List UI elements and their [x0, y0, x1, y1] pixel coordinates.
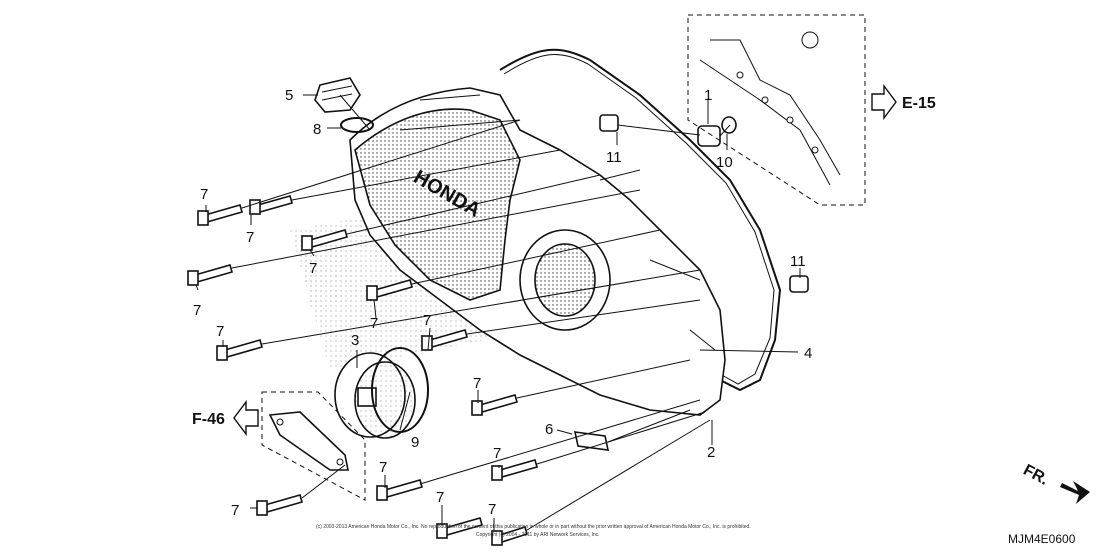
callout-7: 7	[473, 375, 481, 392]
callout-2: 2	[707, 444, 715, 461]
front-arrow-icon	[1060, 481, 1090, 504]
cap	[334, 352, 416, 439]
callout-5: 5	[285, 87, 293, 104]
callout-7: 7	[436, 489, 444, 506]
o-ring-9	[371, 347, 429, 433]
e15-arrow-icon	[871, 83, 897, 121]
callout-7: 7	[216, 323, 224, 340]
f46-arrow-icon	[233, 399, 259, 437]
callout-7: 7	[493, 445, 501, 462]
bracket	[268, 411, 349, 471]
dowel-pin-upper	[599, 114, 619, 132]
callout-7: 7	[309, 260, 317, 277]
o-ring	[340, 117, 374, 133]
callout-11-upper: 11	[606, 149, 622, 166]
callout-6: 6	[545, 421, 553, 438]
crankcase-cover: HONDA	[349, 87, 726, 416]
plate	[573, 431, 610, 451]
leader-lines	[195, 94, 801, 531]
callout-7: 7	[488, 501, 496, 518]
callout-10: 10	[716, 154, 733, 171]
callout-9: 9	[411, 434, 419, 451]
e15-reference-box	[687, 14, 866, 206]
callout-8: 8	[313, 121, 321, 138]
gasket	[499, 48, 782, 392]
bolts	[187, 195, 538, 546]
dowel-pin-lower	[789, 275, 809, 293]
callout-7: 7	[423, 312, 431, 329]
callout-7: 7	[193, 302, 201, 319]
ref-e15[interactable]: E-15	[902, 95, 936, 112]
callout-1: 1	[704, 87, 712, 104]
callout-7: 7	[246, 229, 254, 246]
ref-f46[interactable]: F-46	[192, 411, 225, 428]
diagram-code: MJM4E0600	[1008, 532, 1076, 546]
e15-detail	[699, 31, 841, 186]
ref-front: FR.	[1020, 462, 1051, 489]
callout-7: 7	[370, 315, 378, 332]
callout-4: 4	[804, 345, 812, 362]
callout-11-lower: 11	[790, 253, 806, 270]
copyright-line-2: Copyright (c) 2004 - 2011 by ARI Network…	[476, 532, 600, 538]
copyright-line-1: (c) 2003-2013 American Honda Motor Co., …	[316, 524, 751, 530]
washer	[721, 116, 737, 134]
callout-3: 3	[351, 332, 359, 349]
f46-reference-box	[261, 391, 366, 501]
callout-7: 7	[379, 459, 387, 476]
callout-7: 7	[231, 502, 239, 519]
oil-filler-cap	[314, 77, 361, 113]
callout-7: 7	[200, 186, 208, 203]
